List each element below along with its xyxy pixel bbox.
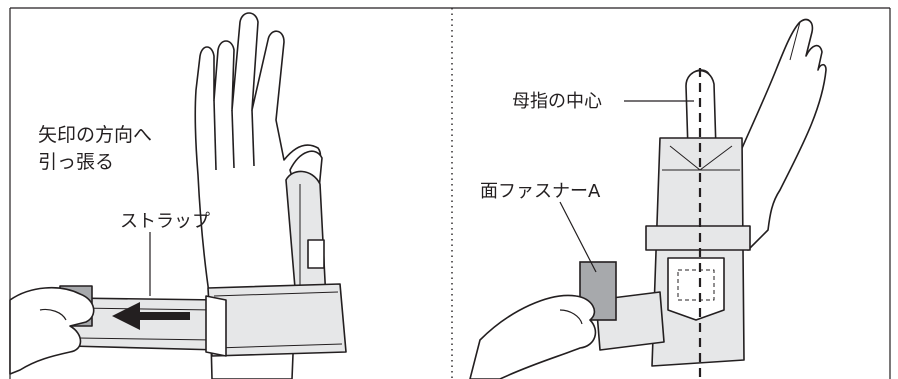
strap — [69, 295, 227, 357]
pull-instruction-line-1: 矢印の方向へ — [38, 124, 153, 146]
splint — [645, 137, 751, 367]
thumb-wrap — [285, 170, 327, 301]
right-back-hand — [719, 18, 827, 251]
fastener-leader — [559, 201, 597, 273]
left-gripping-hand — [9, 285, 95, 375]
strap-label: ストラップ — [120, 211, 210, 232]
pull-instruction-line-2: 引っ張る — [38, 151, 115, 173]
fastener-a-label: 面ファスナーA — [480, 181, 601, 202]
thumb-center-label: 母指の中心 — [512, 91, 602, 112]
right-gripping-hand — [469, 294, 597, 379]
pull-instruction: 矢印の方向へ 引っ張る — [38, 122, 152, 176]
pull-arrow — [112, 302, 190, 330]
wrist-band — [207, 283, 347, 357]
